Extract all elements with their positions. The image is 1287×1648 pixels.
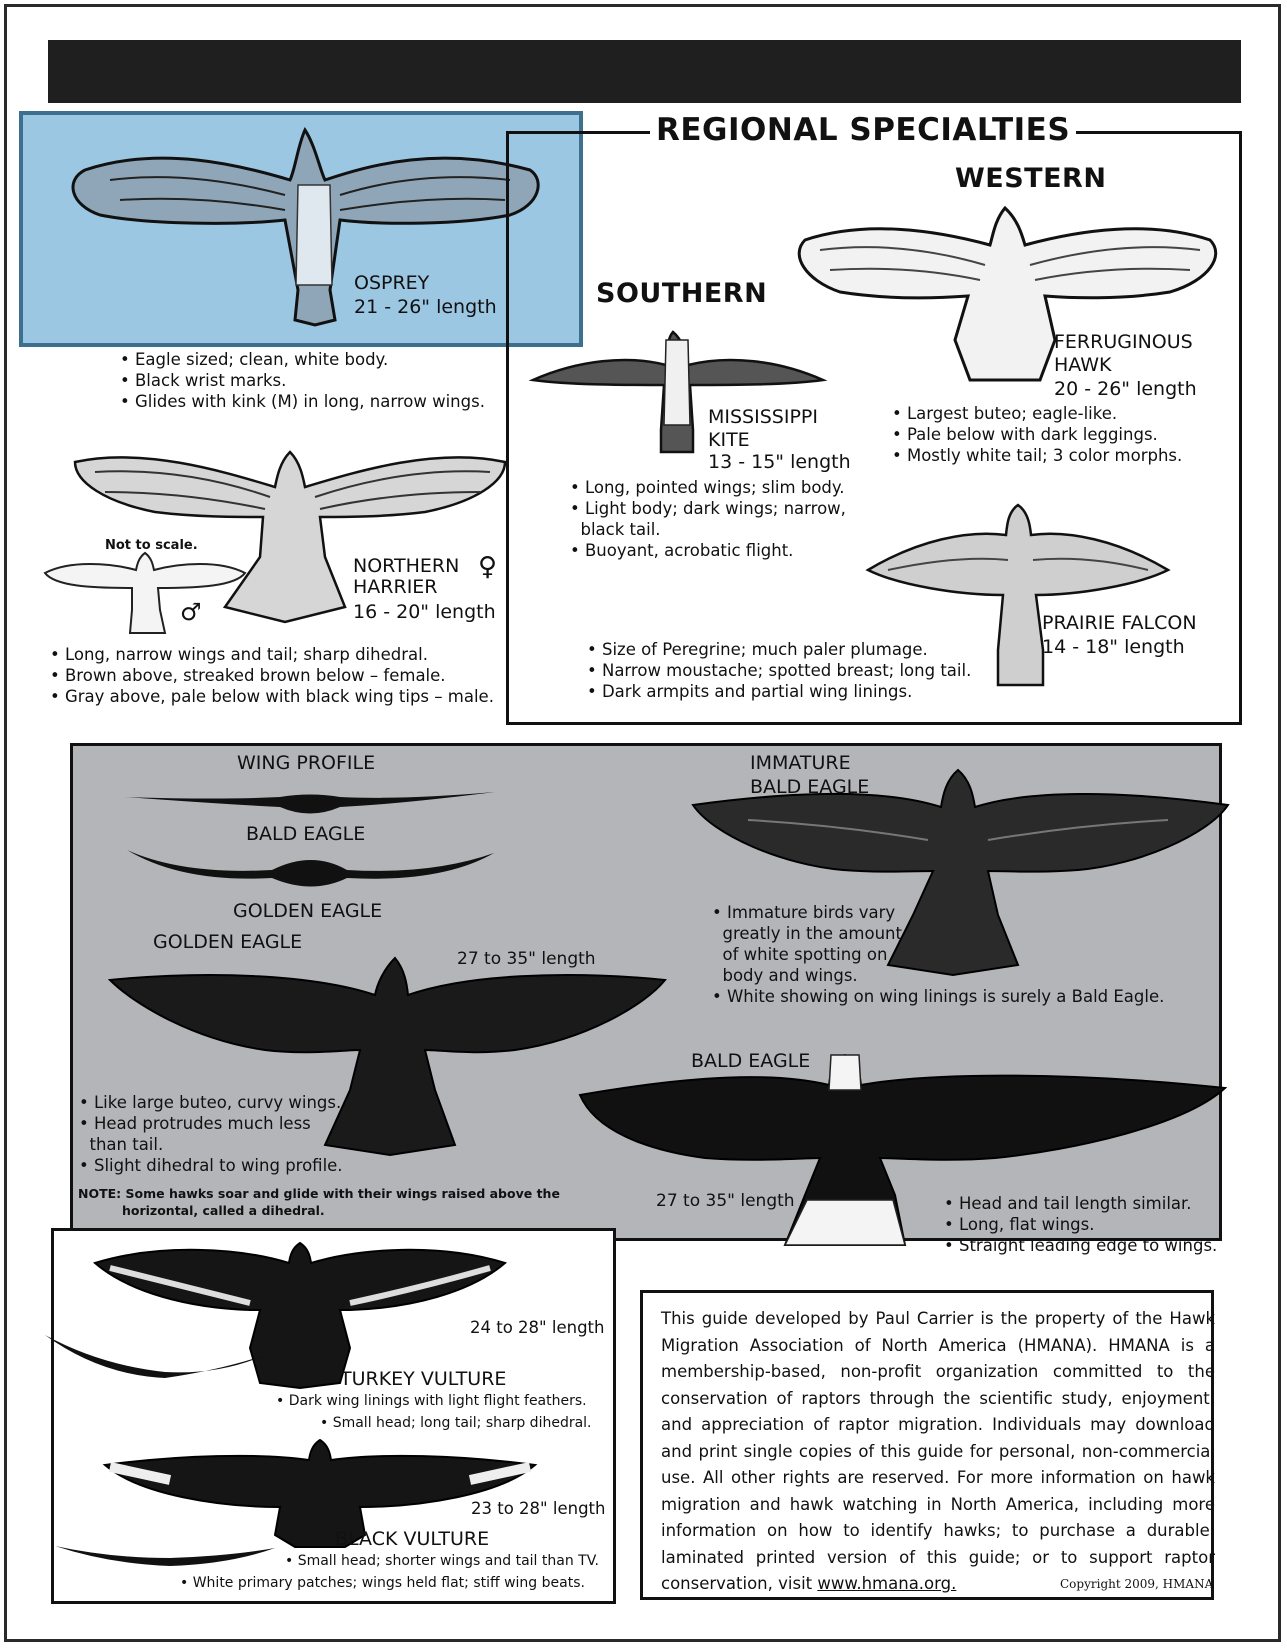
turkey-vulture-bullet-1: • Dark wing linings with light flight fe… — [276, 1393, 587, 1409]
list-item: • Size of Peregrine; much paler plumage. — [587, 640, 928, 659]
ferruginous-name-line1: FERRUGINOUS — [1054, 331, 1193, 353]
list-item: • Long, narrow wings and tail; sharp dih… — [50, 645, 428, 664]
immature-bullets: • Immature birds vary greatly in the amo… — [712, 902, 1164, 1007]
western-heading: WESTERN — [955, 163, 1107, 194]
kite-name-line2: KITE — [708, 429, 750, 451]
list-item: • White showing on wing linings is surel… — [712, 987, 1165, 1006]
immature-bald-eagle-illustration — [691, 768, 1230, 977]
regional-title: REGIONAL SPECIALTIES — [650, 112, 1077, 148]
turkey-vulture-bullet-2: • Small head; long tail; sharp dihedral. — [320, 1415, 592, 1431]
northern-harrier-male-illustration — [43, 551, 247, 634]
immature-heading-line1: IMMATURE — [750, 752, 851, 774]
harrier-bullets: • Long, narrow wings and tail; sharp dih… — [50, 644, 494, 707]
info-text: This guide developed by Paul Carrier is … — [661, 1306, 1215, 1598]
list-item: • Like large buteo, curvy wings. — [79, 1093, 342, 1112]
list-item: • Long, pointed wings; slim body. — [570, 478, 845, 497]
header-bar — [48, 40, 1241, 103]
golden-eagle-illustration — [107, 956, 667, 1157]
ferruginous-length: 20 - 26" length — [1054, 378, 1197, 400]
golden-eagle-length: 27 to 35" length — [457, 949, 596, 969]
harrier-name-line1: NORTHERN — [353, 555, 460, 577]
list-item: • Head and tail length similar. — [944, 1194, 1192, 1213]
list-item: • Black wrist marks. — [120, 371, 287, 390]
harrier-name-line2: HARRIER — [353, 576, 438, 598]
golden-eagle-name: GOLDEN EAGLE — [153, 931, 303, 953]
female-symbol: ♀ — [478, 552, 498, 582]
list-item: of white spotting on — [712, 945, 888, 964]
list-item: • Gray above, pale below with black wing… — [50, 687, 494, 706]
black-vulture-name: BLACK VULTURE — [335, 1528, 490, 1550]
list-item: than tail. — [79, 1135, 164, 1154]
copyright: Copyright 2009, HMANA — [1060, 1577, 1214, 1591]
prairie-falcon-illustration — [865, 503, 1171, 687]
black-vulture-wing-profile — [55, 1546, 275, 1566]
immature-heading-line2: BALD EAGLE — [750, 776, 870, 798]
golden-eagle-wing-profile — [127, 850, 494, 887]
northern-harrier-female-illustration — [73, 450, 507, 624]
bald-eagle-illustration — [578, 1053, 1228, 1246]
bald-eagle-name: BALD EAGLE — [691, 1050, 811, 1072]
male-symbol: ♂ — [180, 598, 202, 626]
dihedral-note-line2: horizontal, called a dihedral. — [122, 1203, 325, 1218]
list-item: • Glides with kink (M) in long, narrow w… — [120, 392, 485, 411]
black-vulture-bullet-2: • White primary patches; wings held flat… — [180, 1575, 585, 1591]
osprey-name: OSPREY — [354, 272, 430, 294]
list-item: • Slight dihedral to wing profile. — [79, 1156, 343, 1175]
prairie-name: PRAIRIE FALCON — [1042, 612, 1197, 634]
list-item: • Pale below with dark leggings. — [892, 425, 1158, 444]
golden-eagle-bullets: • Like large buteo, curvy wings. • Head … — [79, 1092, 343, 1176]
info-panel — [640, 1290, 1214, 1600]
hmana-link[interactable]: www.hmana.org. — [817, 1574, 957, 1593]
list-item: • Dark armpits and partial wing linings. — [587, 682, 913, 701]
list-item: greatly in the amount — [712, 924, 902, 943]
list-item: • Largest buteo; eagle-like. — [892, 404, 1118, 423]
list-item: • Buoyant, acrobatic flight. — [570, 541, 794, 560]
southern-heading: SOUTHERN — [596, 278, 768, 309]
dihedral-note-line1: NOTE: Some hawks soar and glide with the… — [78, 1186, 560, 1201]
ferruginous-hawk-illustration — [797, 205, 1218, 382]
kite-bullets: • Long, pointed wings; slim body. • Ligh… — [570, 477, 846, 561]
prairie-bullets: • Size of Peregrine; much paler plumage.… — [587, 639, 971, 702]
list-item: • Mostly white tail; 3 color morphs. — [892, 446, 1183, 465]
list-item: • Immature birds vary — [712, 903, 896, 922]
list-item: • Narrow moustache; spotted breast; long… — [587, 661, 972, 680]
turkey-vulture-wing-profile — [45, 1335, 265, 1378]
list-item: • Long, flat wings. — [944, 1215, 1095, 1234]
prairie-length: 14 - 18" length — [1042, 636, 1185, 658]
harrier-length: 16 - 20" length — [353, 601, 496, 623]
turkey-vulture-illustration — [92, 1241, 508, 1390]
osprey-illustration — [71, 126, 540, 327]
bald-eagle-length: 27 to 35" length — [656, 1191, 795, 1211]
kite-name-line1: MISSISSIPPI — [708, 406, 818, 428]
harrier-scale-note: Not to scale. — [105, 538, 198, 553]
turkey-vulture-length: 24 to 28" length — [470, 1318, 605, 1337]
wing-profile-heading: WING PROFILE — [237, 752, 376, 774]
bald-eagle-bullets: • Head and tail length similar. • Long, … — [944, 1193, 1217, 1256]
osprey-length: 21 - 26" length — [354, 296, 497, 318]
black-vulture-illustration — [102, 1438, 538, 1548]
list-item: black tail. — [570, 520, 661, 539]
osprey-bullets: • Eagle sized; clean, white body. • Blac… — [120, 349, 485, 412]
profile-bald-label: BALD EAGLE — [246, 823, 366, 845]
list-item: • Brown above, streaked brown below – fe… — [50, 666, 446, 685]
ferruginous-name-line2: HAWK — [1054, 354, 1112, 376]
bald-eagle-wing-profile — [125, 792, 495, 814]
mississippi-kite-illustration — [528, 330, 828, 454]
profile-golden-label: GOLDEN EAGLE — [233, 900, 383, 922]
kite-length: 13 - 15" length — [708, 451, 851, 473]
black-vulture-bullet-1: • Small head; shorter wings and tail tha… — [285, 1553, 599, 1569]
black-vulture-length: 23 to 28" length — [471, 1499, 606, 1518]
list-item: • Light body; dark wings; narrow, — [570, 499, 846, 518]
page-frame — [4, 4, 1281, 1642]
ferruginous-bullets: • Largest buteo; eagle-like. • Pale belo… — [892, 403, 1182, 466]
info-body: This guide developed by Paul Carrier is … — [661, 1309, 1215, 1593]
list-item: • Straight leading edge to wings. — [944, 1236, 1218, 1255]
turkey-vulture-name: TURKEY VULTURE — [340, 1368, 507, 1390]
list-item: • Eagle sized; clean, white body. — [120, 350, 389, 369]
list-item: body and wings. — [712, 966, 858, 985]
list-item: • Head protrudes much less — [79, 1114, 311, 1133]
